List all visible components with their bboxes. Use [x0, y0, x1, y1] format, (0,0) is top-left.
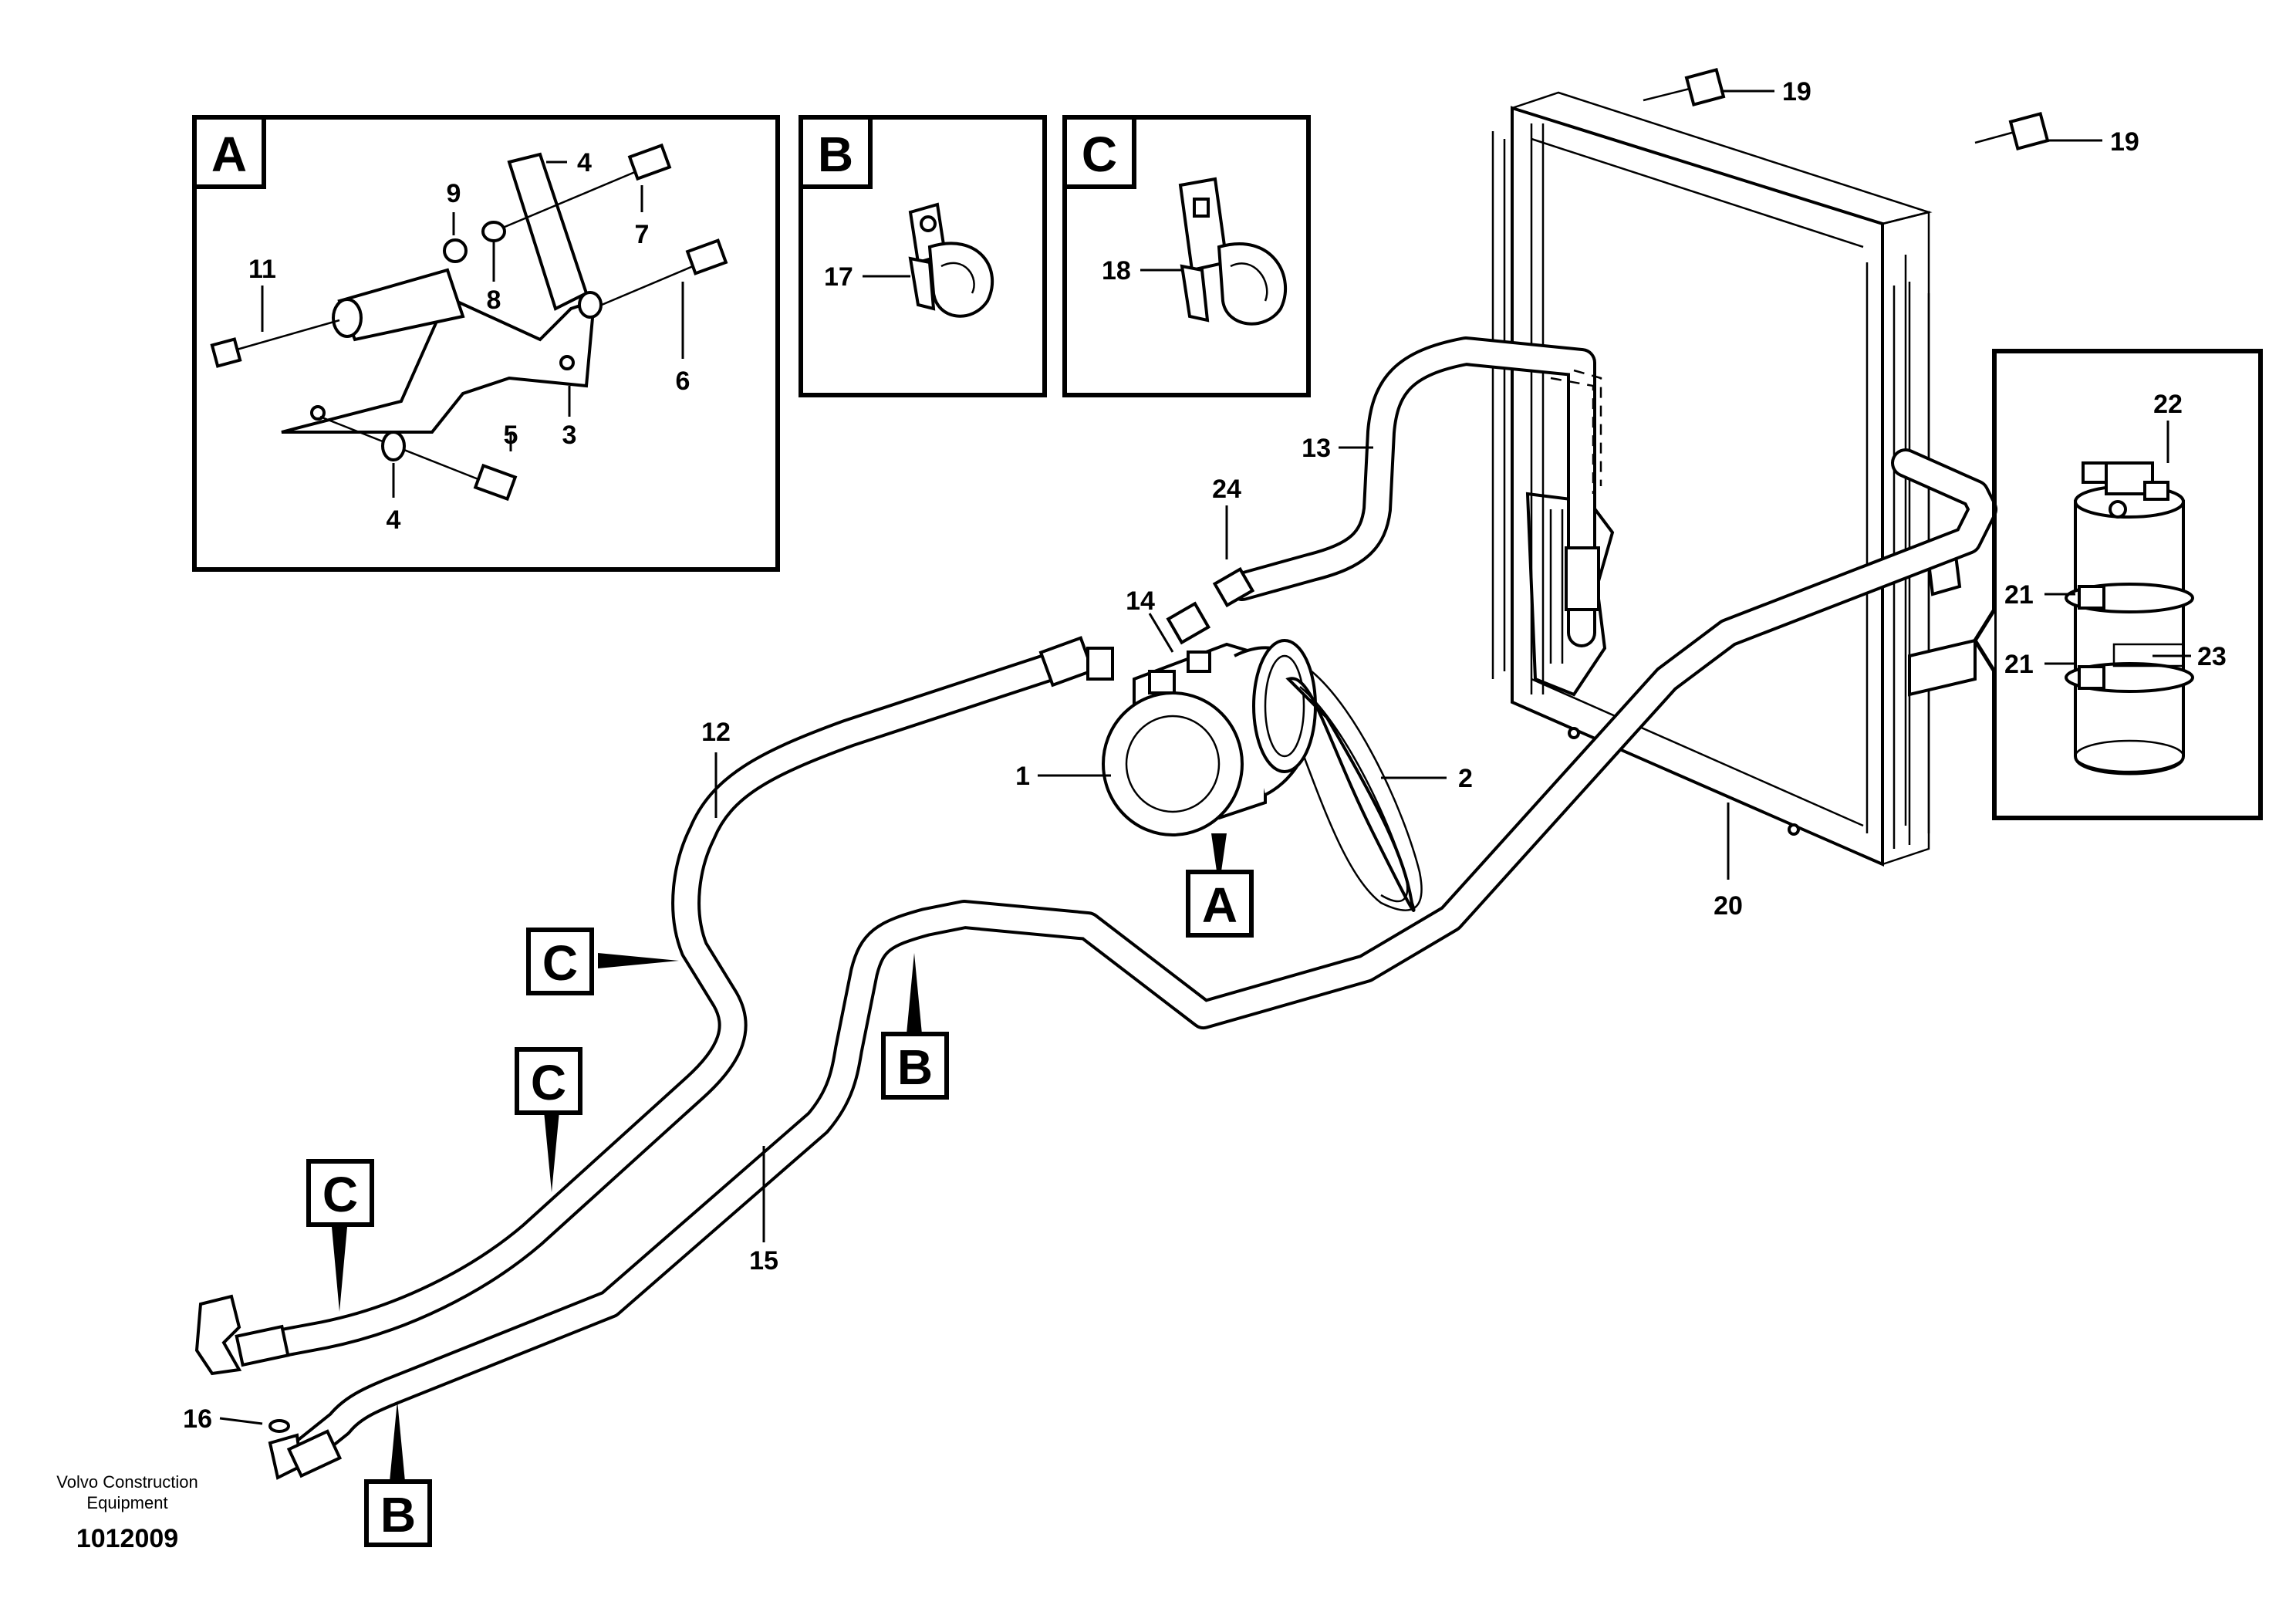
callout-b-middle: B	[881, 953, 949, 1100]
callout-c-upper-letter: C	[542, 935, 578, 991]
label-13: 13	[1302, 434, 1331, 463]
label-3: 3	[562, 421, 577, 450]
label-14: 14	[1126, 586, 1155, 616]
footer-company-line2: Equipment	[86, 1493, 167, 1512]
pipe-13	[1227, 336, 1602, 647]
pipe-12	[248, 647, 1079, 1361]
label-12: 12	[701, 718, 731, 747]
pipe-15	[286, 448, 1997, 1469]
label-6: 5	[504, 421, 518, 450]
pipe-fittings	[194, 546, 1600, 1480]
callout-a: A	[1186, 833, 1254, 938]
label-1: 1	[1015, 762, 1030, 791]
callout-c-middle: C	[515, 1047, 582, 1192]
label-24: 24	[1212, 475, 1241, 504]
label-8: 8	[487, 286, 501, 315]
detail-box-a: A	[192, 115, 780, 572]
label-11: 11	[248, 255, 276, 284]
detail-box-a-letter: A	[211, 127, 247, 182]
label-18: 18	[1102, 256, 1131, 286]
leader-lines	[219, 90, 2102, 1425]
label-19-left: 19	[1782, 77, 1811, 106]
callout-a-letter: A	[1202, 877, 1237, 933]
footer-drawing-number: 1012009	[76, 1524, 178, 1553]
label-2: 2	[1458, 764, 1473, 793]
callout-b-middle-letter: B	[897, 1039, 933, 1095]
receiver-drier-illustration	[2065, 461, 2194, 776]
label-21-lower: 21	[2004, 650, 2034, 679]
drier-detail-box: 22 21 21 23	[1973, 349, 2263, 820]
detail-box-c-letter: C	[1082, 127, 1117, 182]
callout-b-bottom: B	[364, 1401, 432, 1547]
label-20: 20	[1714, 891, 1743, 921]
label-22: 22	[2153, 390, 2183, 419]
footer-company-line1: Volvo Construction	[56, 1472, 198, 1492]
compressor-illustration	[1102, 639, 1423, 912]
bracket-assembly-illustration	[210, 143, 728, 502]
callout-c-middle-letter: C	[531, 1055, 566, 1110]
label-21-upper: 21	[2004, 580, 2034, 610]
label-10: 9	[447, 179, 461, 208]
label-9: 7	[635, 220, 650, 249]
label-15: 15	[749, 1246, 778, 1276]
label-4: 4	[577, 148, 592, 177]
label-16: 16	[183, 1404, 212, 1434]
label-23: 23	[2197, 642, 2227, 671]
callout-c-lower: C	[306, 1159, 374, 1312]
callout-c-upper: C	[526, 928, 679, 995]
condenser-fins-left	[1491, 131, 1506, 679]
label-19-right: 19	[2110, 127, 2139, 157]
detail-box-b-letter: B	[818, 127, 853, 182]
clamp-18-illustration	[1178, 177, 1288, 326]
callout-b-bottom-letter: B	[380, 1487, 416, 1543]
clamp-17-illustration	[908, 202, 994, 318]
detail-box-c: C 18	[1062, 115, 1311, 397]
label-7: 6	[676, 367, 690, 396]
callout-c-lower-letter: C	[322, 1167, 358, 1222]
label-17: 17	[824, 262, 853, 292]
label-5: 4	[387, 505, 401, 535]
detail-box-b: B 17	[799, 115, 1047, 397]
